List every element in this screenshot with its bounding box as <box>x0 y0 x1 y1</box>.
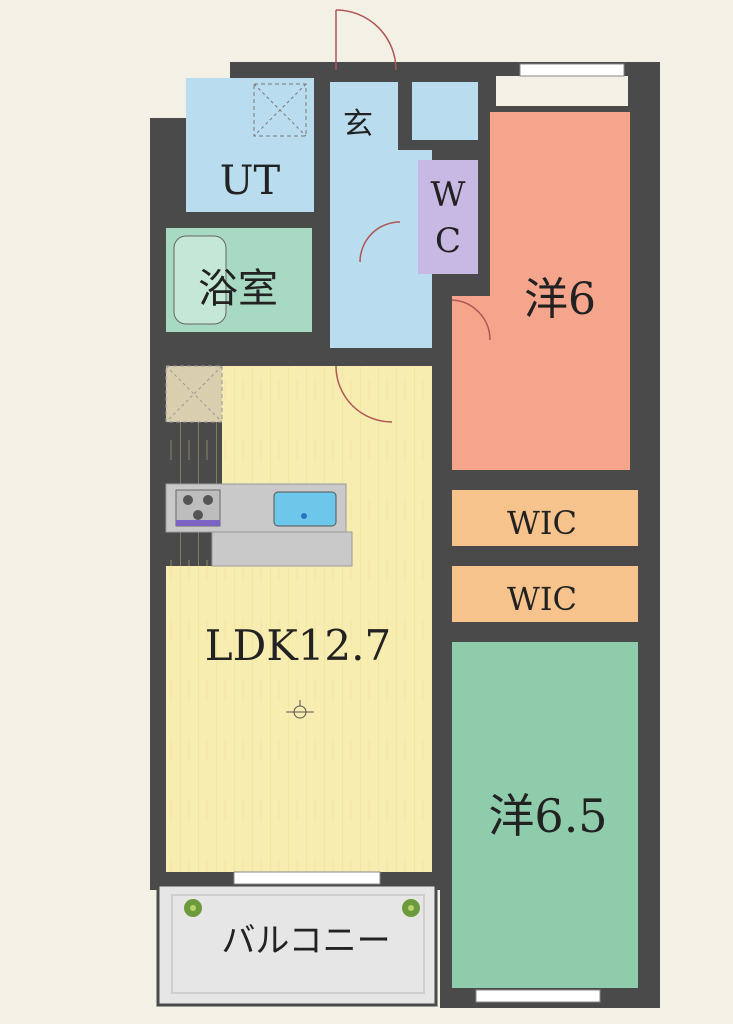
toilet-label-w: W <box>431 175 466 215</box>
room-utility: UT <box>186 78 314 212</box>
door-swing-icon <box>335 9 491 423</box>
wic-2-label: WIC <box>507 580 577 618</box>
room-bath: 浴室 <box>166 228 312 332</box>
bedroom-south-label: 洋6.5 <box>488 789 607 843</box>
room-wic-2: WIC <box>452 566 638 622</box>
washer-space <box>253 83 307 137</box>
bathtub-icon <box>173 235 227 325</box>
sink-icon <box>273 491 337 527</box>
bedroom-north-label: 洋6 <box>524 274 596 325</box>
room-bedroom-south: 洋6.5 <box>452 642 638 988</box>
ldk-label: LDK12.7 <box>205 621 391 670</box>
room-ldk: LDK12.7 <box>165 365 432 872</box>
room-bedroom-north: 洋6 <box>452 76 630 470</box>
balcony-label: バルコニー <box>221 921 390 961</box>
plant-icon <box>402 899 420 917</box>
ceiling-light-icon <box>286 700 314 719</box>
balcony: バルコニー <box>156 883 438 1007</box>
room-entrance-hall: 玄 <box>330 82 478 348</box>
toilet-label-c: C <box>435 221 461 261</box>
entrance-label: 玄 <box>343 107 373 142</box>
bath-label: 浴室 <box>198 266 278 312</box>
kitchen-counter-ledge <box>211 531 353 567</box>
wic-1-label: WIC <box>507 504 577 542</box>
room-wic-1: WIC <box>452 490 638 546</box>
room-toilet: W C <box>418 160 478 274</box>
utility-label: UT <box>220 158 281 204</box>
plant-icon <box>184 899 202 917</box>
window-icon <box>233 63 625 1003</box>
